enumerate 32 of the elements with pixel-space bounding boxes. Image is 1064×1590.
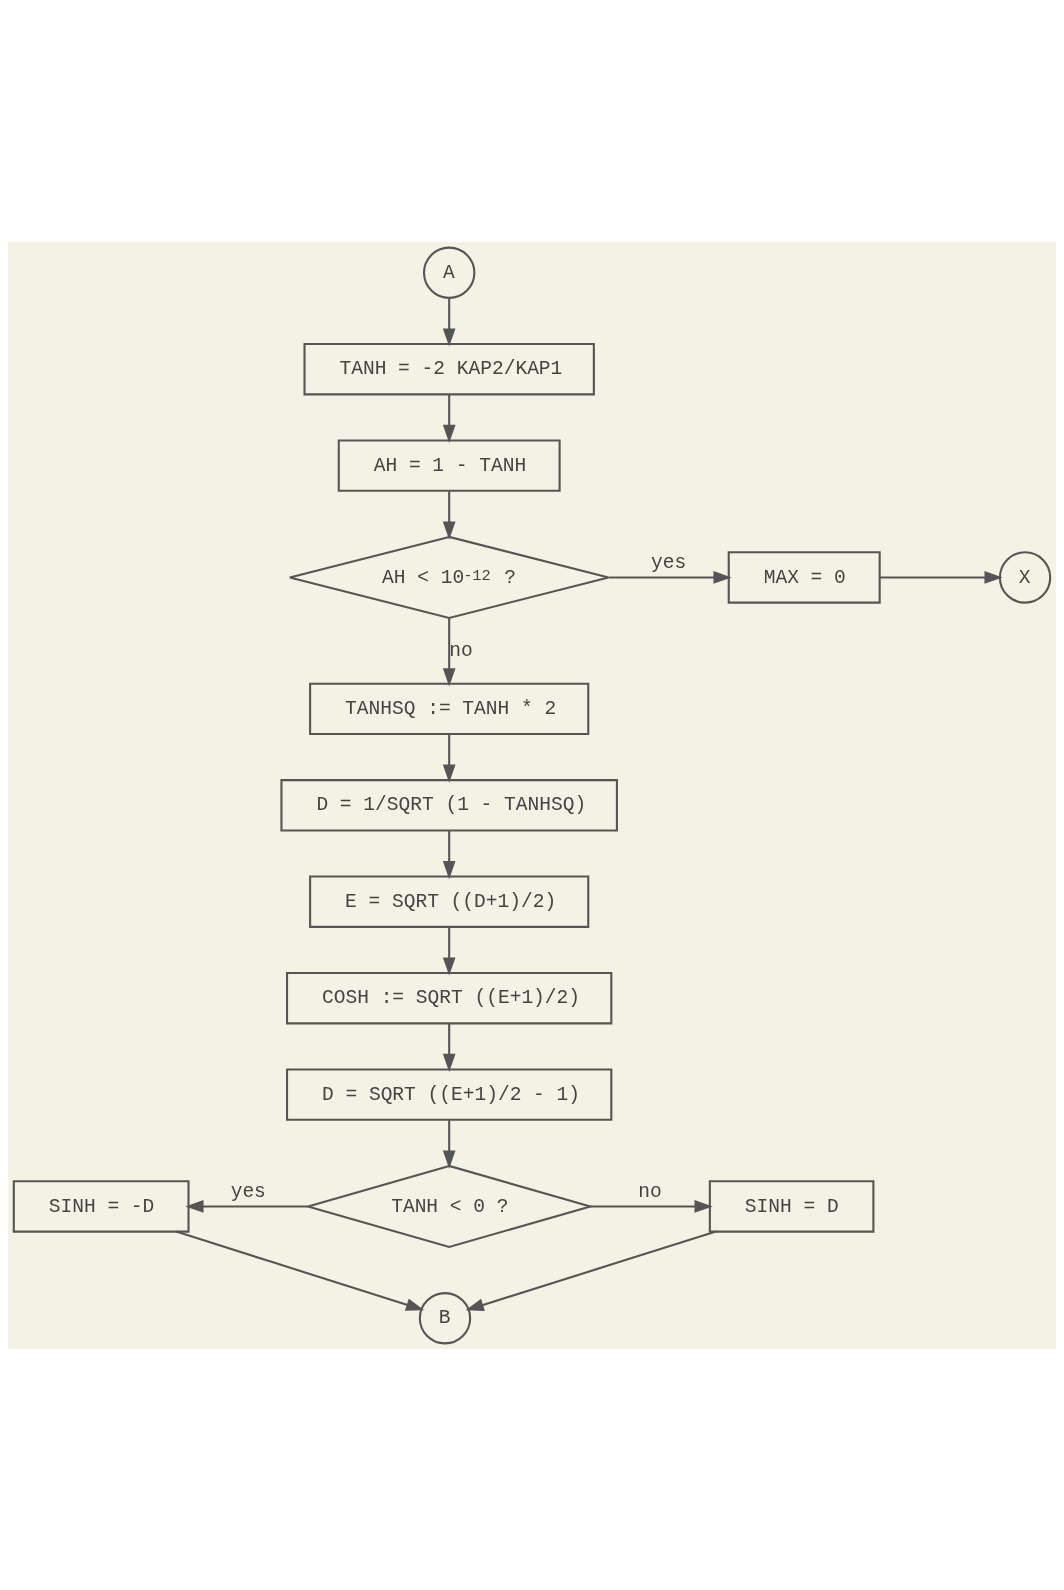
node-circle: B	[418, 1291, 472, 1344]
node-box: E = SQRT ((D+1)/2)	[309, 875, 590, 928]
arrow	[442, 830, 456, 879]
node-box: SINH = D	[708, 1179, 875, 1233]
arrow	[442, 490, 456, 540]
node-box: SINH = -D	[12, 1179, 190, 1233]
node-box: D = SQRT ((E+1)/2 - 1)	[286, 1067, 613, 1121]
arrow	[442, 733, 456, 783]
edge-label: yes	[651, 551, 687, 574]
edge-label: yes	[230, 1180, 266, 1203]
node-box: AH = 1 - TANH	[337, 438, 561, 492]
node-box: TANH = -2 KAP2/KAP1	[303, 342, 595, 395]
node-box: MAX = 0	[727, 550, 881, 604]
arrow	[465, 1230, 717, 1311]
node-box: TANHSQ := TANH * 2	[309, 682, 590, 735]
arrow	[442, 394, 456, 443]
node-circle: X	[998, 550, 1052, 604]
arrow	[879, 570, 1003, 584]
arrow	[442, 926, 456, 976]
arrow	[590, 1199, 713, 1213]
node-circle: A	[422, 246, 476, 299]
node-box: D = 1/SQRT (1 - TANHSQ)	[280, 778, 618, 831]
arrow	[175, 1230, 425, 1311]
arrow	[442, 1119, 456, 1169]
arrow	[609, 570, 732, 584]
arrow	[442, 1023, 456, 1072]
arrow	[185, 1199, 308, 1213]
edge-label: no	[638, 1180, 662, 1203]
arrow	[442, 297, 456, 347]
edge-label: no	[449, 639, 473, 662]
arrow	[442, 617, 456, 686]
node-box: COSH := SQRT ((E+1)/2)	[286, 971, 613, 1024]
